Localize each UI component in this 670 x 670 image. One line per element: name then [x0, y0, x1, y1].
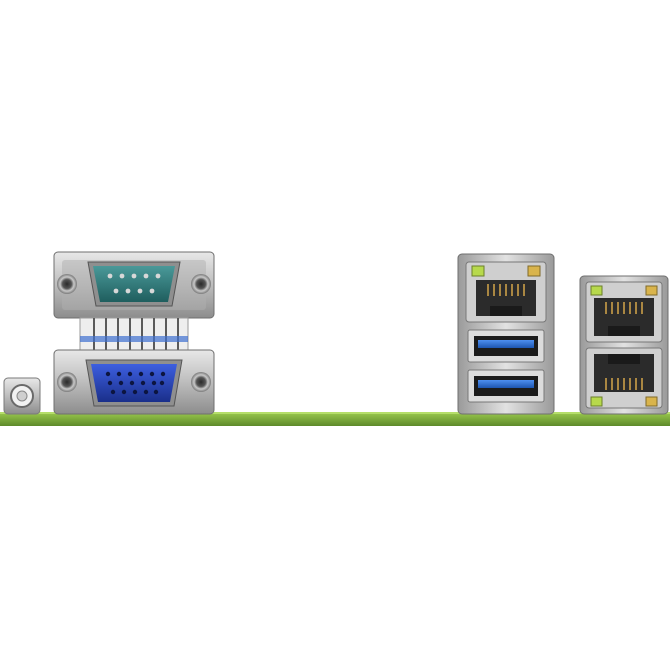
- reset-button-icon: [3, 377, 41, 415]
- serial-port-icon: [87, 261, 181, 307]
- usb-port-1-icon: [467, 329, 545, 363]
- serial-vga-stack: [53, 251, 215, 415]
- lan-usb-stack-icon: [457, 253, 555, 415]
- internal-pins: [79, 317, 189, 353]
- lan-port-lower-icon: [585, 347, 663, 409]
- usb-port-2-icon: [467, 369, 545, 403]
- vga-port-icon: [85, 359, 183, 407]
- pcb-board-edge: [0, 412, 670, 426]
- dual-lan-stack-icon: [579, 275, 669, 415]
- lan-port-top-icon: [465, 261, 547, 323]
- lan-port-upper-icon: [585, 281, 663, 343]
